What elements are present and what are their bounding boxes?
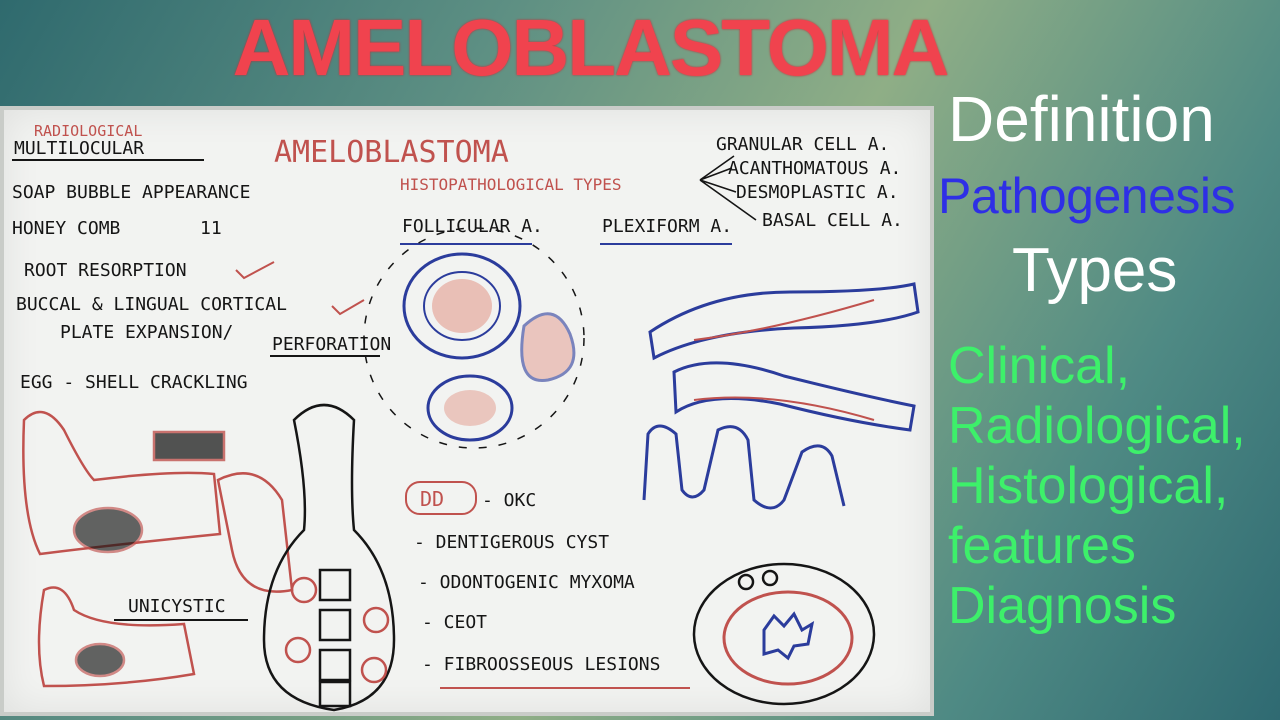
feature-honey-comb: HONEY COMB <box>12 218 120 239</box>
whiteboard-drawing: RADIOLOGICAL MULTILOCULAR SOAP BUBBLE AP… <box>12 122 920 712</box>
feature-buccal-lingual: BUCCAL & LINGUAL CORTICAL <box>16 294 287 315</box>
feature-perforation: PERFORATION <box>272 334 391 355</box>
topic-features-list: Clinical, Radiological, Histological, fe… <box>948 336 1246 636</box>
histo-types-label: HISTOPATHOLOGICAL TYPES <box>400 175 622 194</box>
follicular-islands-drawing <box>363 227 585 449</box>
topic-radiological: Radiological, <box>948 397 1246 455</box>
radiological-label: RADIOLOGICAL <box>34 122 142 140</box>
check-mark-1 <box>235 261 275 280</box>
center-title: AMELOBLASTOMA <box>274 135 509 170</box>
headline-title: AMELOBLASTOMA <box>232 3 950 92</box>
follicular-label: FOLLICULAR A. <box>402 216 543 237</box>
whiteboard: RADIOLOGICAL MULTILOCULAR SOAP BUBBLE AP… <box>0 106 934 716</box>
topic-diagnosis: Diagnosis <box>948 577 1177 635</box>
feature-root-resorption: ROOT RESORPTION <box>24 260 187 281</box>
feature-plate-expansion: PLATE EXPANSION/ <box>60 322 233 343</box>
mandible-radiograph-drawing <box>22 410 294 688</box>
dd-ceot: - CEOT <box>422 612 487 633</box>
topic-definition: Definition <box>948 83 1215 155</box>
dd-okc: - OKC <box>482 490 536 511</box>
unicystic-label: UNICYSTIC <box>128 596 226 617</box>
dd-myxoma: - ODONTOGENIC MYXOMA <box>418 572 635 593</box>
tooth-honeycomb-drawing <box>262 403 396 712</box>
dd-box <box>405 481 477 515</box>
unicystic-histology-drawing <box>692 562 876 706</box>
topic-features: features <box>948 517 1136 575</box>
ditto-mark: 11 <box>200 218 222 239</box>
dd-dentigerous: - DENTIGEROUS CYST <box>414 532 609 553</box>
dd-fibroosseous: - FIBROOSSEOUS LESIONS <box>422 654 660 675</box>
histo-type-desmoplastic: DESMOPLASTIC A. <box>736 182 899 203</box>
topic-histological: Histological, <box>948 457 1229 515</box>
topic-clinical: Clinical, <box>948 337 1131 395</box>
dd-label: DD <box>420 487 444 511</box>
histo-type-granular: GRANULAR CELL A. <box>716 134 889 155</box>
histo-type-basal-cell: BASAL CELL A. <box>762 210 903 231</box>
feature-egg-shell: EGG - SHELL CRACKLING <box>20 372 248 393</box>
multilocular-heading: MULTILOCULAR <box>14 138 144 159</box>
feature-soap-bubble: SOAP BUBBLE APPEARANCE <box>12 182 250 203</box>
topic-types: Types <box>1012 236 1178 305</box>
topic-pathogenesis: Pathogenesis <box>938 168 1236 224</box>
plexiform-drawing <box>642 282 920 510</box>
histo-type-acanthomatous: ACANTHOMATOUS A. <box>728 158 901 179</box>
check-mark-2 <box>331 299 365 316</box>
plexiform-label: PLEXIFORM A. <box>602 216 732 237</box>
